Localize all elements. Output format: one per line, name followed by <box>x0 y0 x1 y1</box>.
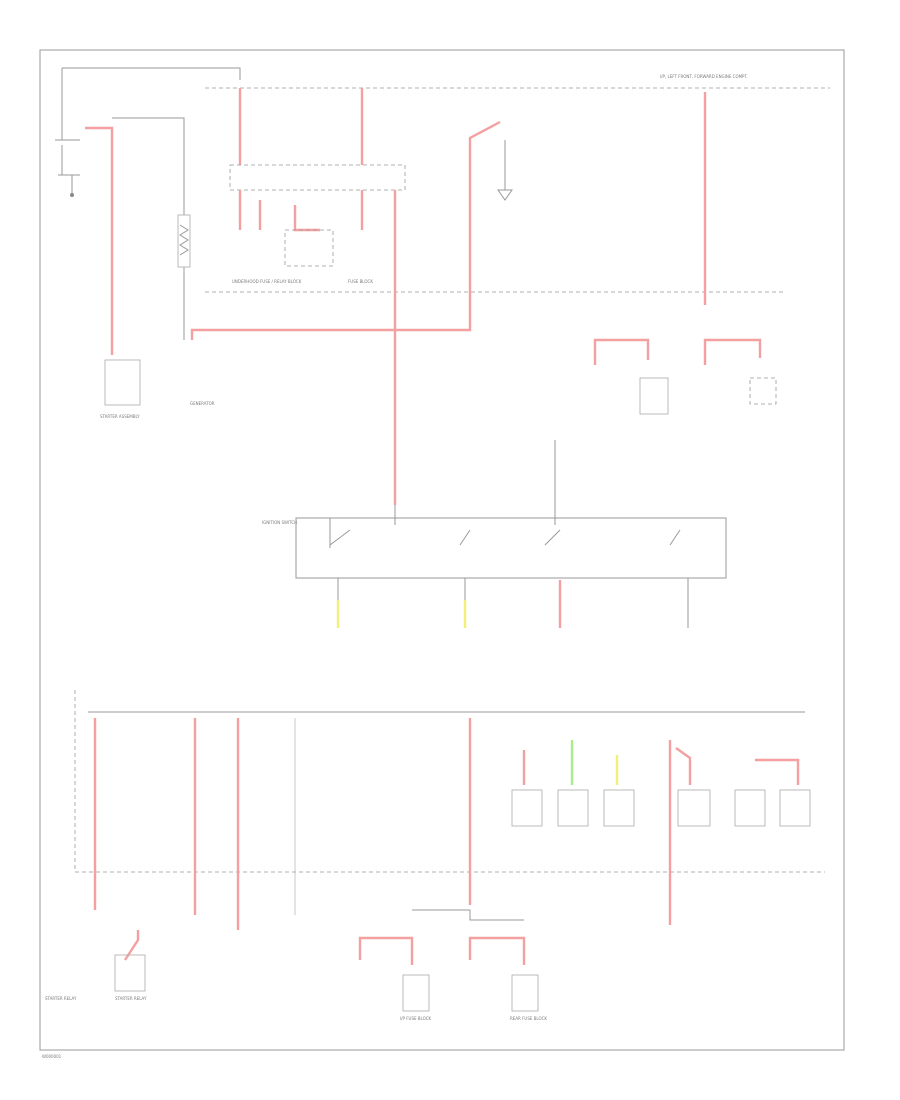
bottom-branch-2 <box>358 936 414 965</box>
starter-relay-label-2: STARTER RELAY <box>115 996 147 1001</box>
fuse-col-4-ground <box>497 189 513 201</box>
switch-bar <box>329 518 556 548</box>
footer-label: W000001 <box>42 1054 62 1059</box>
lower-box-5 <box>734 789 766 827</box>
lower-box-4 <box>677 789 711 827</box>
lower-box-2 <box>557 789 589 827</box>
ignition-switch-box <box>295 517 727 579</box>
lower-box-3 <box>603 789 635 827</box>
switch-contacts <box>329 529 681 546</box>
top-right-note: I/P, LEFT FRONT, FORWARD ENGINE COMPT. <box>660 74 748 79</box>
ip-fuse-box <box>402 974 430 1012</box>
underhood-red-3 <box>293 205 320 232</box>
generator-label: GENERATOR <box>190 401 215 406</box>
battery-to-junction <box>112 117 185 215</box>
lower-drop-9b <box>675 747 692 785</box>
lower-drop-10 <box>755 758 800 785</box>
right-red-1 <box>593 338 650 365</box>
rear-fuse-box <box>511 974 539 1012</box>
starter-relay-box <box>114 954 146 992</box>
ignition-switch-label: IGNITION SWITCH <box>262 520 297 525</box>
fuse-block-label: FUSE BLOCK <box>348 279 373 284</box>
bottom-branch-3 <box>468 936 526 965</box>
fusible-link-coil <box>179 224 189 256</box>
underhood-fuse-box <box>229 164 406 191</box>
starter-relay-label-1: STARTER RELAY <box>45 996 77 1001</box>
battery-red-wire <box>85 126 114 355</box>
starter-assembly-box <box>104 359 141 406</box>
rear-fuse-label: REAR FUSE BLOCK <box>510 1016 547 1021</box>
fusible-link <box>177 214 191 268</box>
ip-fuse-label: I/P FUSE BLOCK <box>400 1016 432 1021</box>
relay-box <box>284 229 334 267</box>
right-box-1 <box>639 377 669 415</box>
battery-terminal <box>70 193 74 197</box>
lower-box-1 <box>511 789 543 827</box>
lower-box-6 <box>779 789 811 827</box>
right-red-2 <box>703 338 762 365</box>
right-box-2 <box>749 377 777 405</box>
battery-symbol <box>55 139 80 195</box>
starter-assembly-label: STARTER ASSEMBLY <box>100 414 140 419</box>
diagram-frame <box>39 49 845 1051</box>
generator-red-wire <box>190 120 501 340</box>
underhood-fuse-label: UNDERHOOD FUSE / RELAY BLOCK <box>232 279 302 284</box>
bottom-bus <box>412 909 524 921</box>
battery-wire <box>61 67 241 140</box>
bottom-branch-1 <box>123 930 140 961</box>
